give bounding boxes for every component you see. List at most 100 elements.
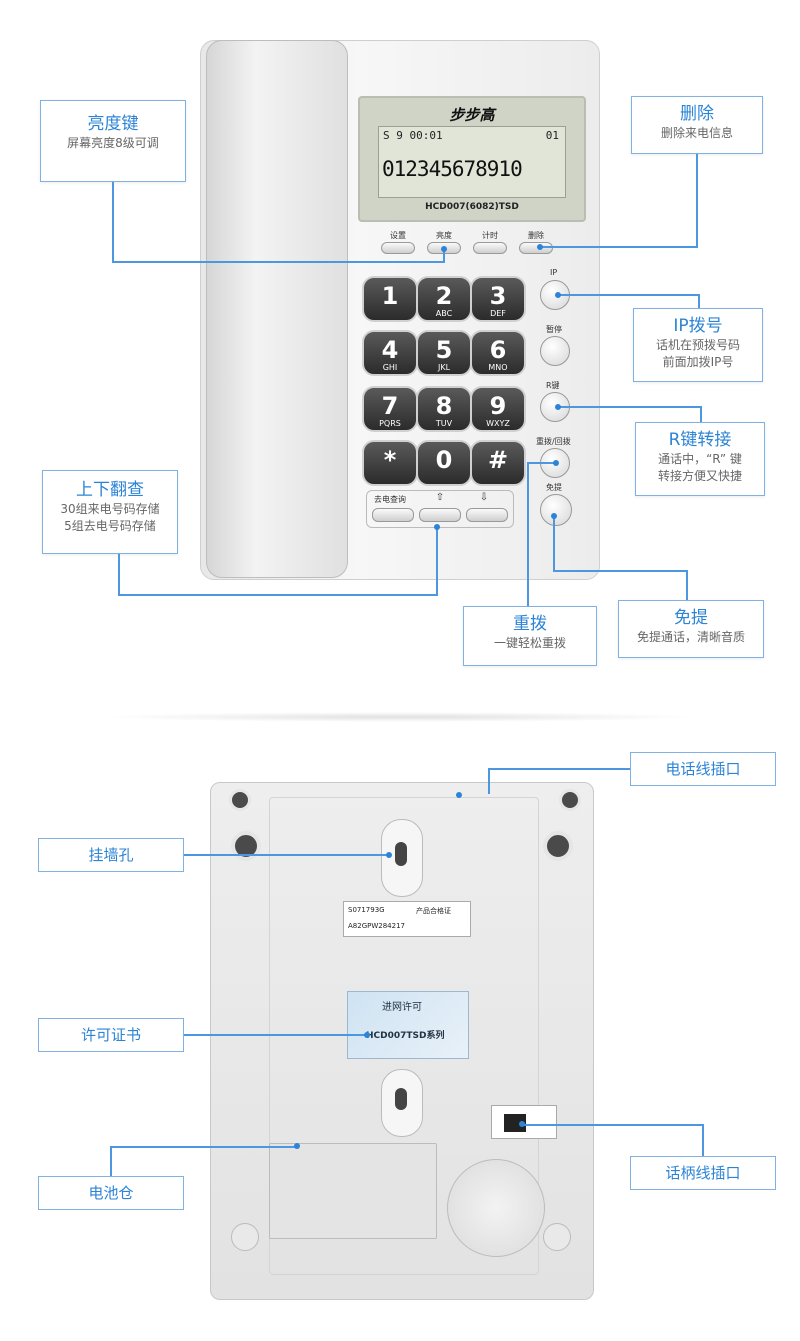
callout-scroll: 上下翻查 30组来电号码存储 5组去电号码存储	[42, 470, 178, 554]
callout-delete-sub: 删除来电信息	[660, 126, 733, 140]
line-battery-h	[110, 1146, 296, 1148]
keypad-key-1[interactable]: 1	[362, 276, 418, 322]
line-handset-port-h	[522, 1124, 704, 1126]
line-redial-h	[527, 462, 557, 464]
dot-handset-port	[519, 1121, 525, 1127]
callout-rkey-sub1: 通话中，“R” 键	[658, 452, 742, 466]
dot-handsfree	[551, 513, 557, 519]
speaker-grille	[447, 1159, 545, 1257]
foot-bottom-left	[231, 1223, 259, 1251]
side-label-redial: 重拨/回拨	[536, 437, 571, 446]
line-handsfree-v2	[686, 570, 688, 600]
line-wall-hole	[184, 854, 388, 856]
keypad-digit: #	[487, 446, 509, 474]
keypad-key-0[interactable]: 0	[416, 440, 472, 486]
callout-ip-sub2: 前面加拨IP号	[662, 355, 734, 369]
outgoing-query-button[interactable]	[372, 508, 414, 522]
keypad-digit: 0	[435, 446, 453, 474]
callout-rkey-title: R键转接	[668, 430, 732, 450]
query-label-down: ⇩	[479, 492, 489, 503]
model-label: HCD007(6082)TSD	[425, 202, 519, 212]
line-scroll-h	[118, 594, 438, 596]
dot-wall-hole	[386, 852, 392, 858]
product-sticker: S071793G 产品合格证 A82GPW284217	[343, 901, 471, 937]
line-handsfree-h	[553, 570, 687, 572]
line-redial-v	[527, 462, 529, 606]
callout-redial-title: 重拨	[513, 614, 547, 634]
wall-hole-foot-left	[231, 831, 261, 861]
wall-hole-foot-right	[543, 831, 573, 861]
query-panel	[366, 490, 514, 528]
side-label-pause: 暂停	[546, 325, 562, 334]
front-phone: 步步高 S 9 00:01 01 012345678910 HCD007(608…	[200, 40, 600, 580]
label-license: 许可证书	[38, 1018, 184, 1052]
sticker-barcode: A82GPW284217	[348, 922, 405, 930]
line-brightness-v2	[443, 250, 445, 263]
handsfree-button[interactable]	[540, 494, 572, 526]
lcd-number: 01	[545, 129, 559, 142]
line-handset-port-v	[702, 1124, 704, 1156]
section-divider	[100, 712, 700, 722]
scroll-down-button[interactable]	[466, 508, 508, 522]
line-delete-v	[696, 154, 698, 248]
lcd-line1: S 9 00:01	[383, 129, 443, 142]
side-label-handsfree: 免提	[546, 483, 562, 492]
fkey-label-settings: 设置	[390, 231, 406, 240]
lcd-digits: 012345678910	[382, 157, 523, 181]
battery-compartment[interactable]	[269, 1143, 437, 1239]
dot-ip	[555, 292, 561, 298]
callout-brightness: 亮度键 屏幕亮度8级可调	[40, 100, 186, 182]
timer-button[interactable]	[473, 242, 507, 254]
callout-scroll-sub1: 30组来电号码存储	[60, 502, 160, 516]
line-delete-h	[540, 246, 698, 248]
scroll-up-button[interactable]	[419, 508, 461, 522]
label-handset-port: 话柄线插口	[630, 1156, 776, 1190]
delete-button[interactable]	[519, 242, 553, 254]
keypad-digit: 9	[489, 392, 507, 420]
screw-top-right	[559, 789, 581, 811]
keypad-digit: *	[383, 446, 397, 474]
keypad-digit: 2	[435, 282, 453, 310]
callout-rkey-sub2: 转接方便又快捷	[657, 469, 742, 483]
callout-handsfree-sub: 免提通话，清晰音质	[636, 630, 745, 644]
line-rkey-v	[700, 406, 702, 422]
keypad-key-hash[interactable]: #	[470, 440, 526, 486]
side-label-r: R键	[546, 381, 560, 390]
callout-brightness-sub: 屏幕亮度8级可调	[67, 136, 159, 150]
keypad-key-star[interactable]: *	[362, 440, 418, 486]
label-phone-line: 电话线插口	[630, 752, 776, 786]
callout-scroll-sub2: 5组去电号码存储	[64, 519, 156, 533]
line-handsfree-v	[553, 516, 555, 572]
keypad-letters: GHI	[382, 363, 398, 372]
wall-hole-top	[381, 819, 423, 897]
dot-battery	[294, 1143, 300, 1149]
pause-button[interactable]	[540, 336, 570, 366]
callout-rkey: R键转接 通话中，“R” 键 转接方便又快捷	[635, 422, 765, 496]
line-ip-h	[558, 294, 700, 296]
callout-scroll-title: 上下翻查	[76, 480, 144, 500]
line-phone-line-h	[488, 768, 630, 770]
handset[interactable]	[206, 40, 348, 578]
sticker-serial: S071793G	[348, 906, 385, 914]
keypad-digit: 1	[381, 282, 399, 310]
foot-bottom-right	[543, 1223, 571, 1251]
dot-rkey	[555, 404, 561, 410]
wall-hole-bottom	[381, 1069, 423, 1137]
dot-phone-line	[456, 792, 462, 798]
settings-button[interactable]	[381, 242, 415, 254]
line-license	[184, 1034, 366, 1036]
dot-scroll	[434, 524, 440, 530]
line-phone-line-v	[488, 768, 490, 794]
keypad-letters: JKL	[437, 363, 451, 372]
fkey-label-delete: 删除	[528, 231, 544, 240]
line-battery-v	[110, 1146, 112, 1176]
callout-redial: 重拨 一键轻松重拨	[463, 606, 597, 666]
